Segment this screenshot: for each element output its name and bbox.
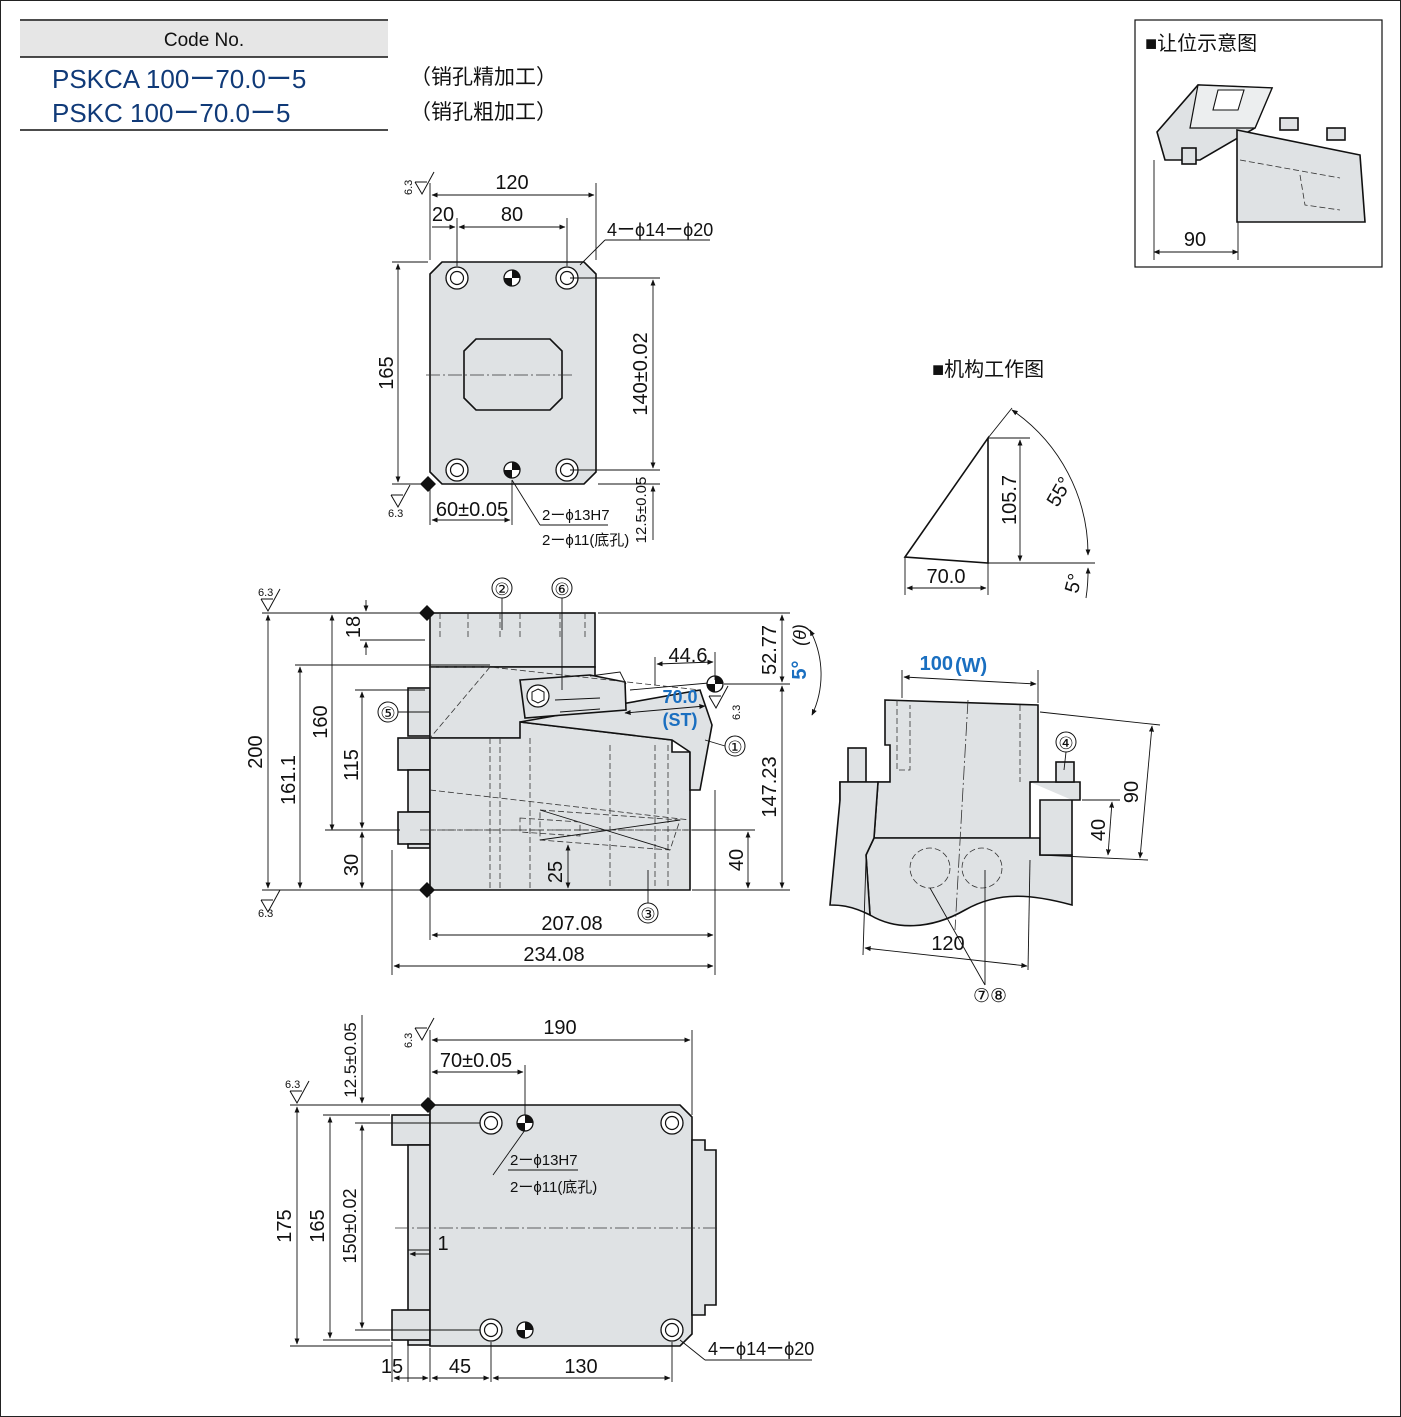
bottom-view: 190 70±0.05 6.3 175 165 150±0.02 12.5±0.…: [274, 1015, 814, 1382]
front-h40: 40: [726, 849, 748, 871]
front-st-label: (ST): [663, 710, 698, 730]
mech-angle-5: 5°: [1061, 571, 1087, 595]
top-hole-pitch: 80: [501, 204, 523, 226]
side-balloon-78: ⑦⑧: [973, 986, 1007, 1007]
rough-front2: 6.3: [258, 908, 273, 920]
balloon-1: ①: [727, 738, 742, 757]
bottom-w45: 45: [449, 1356, 471, 1378]
front-view: 200 161.1 160 115 30 18 25 6.3 6.3 40 14…: [245, 577, 822, 975]
bottom-w15: 15: [381, 1356, 403, 1378]
mech-height: 105.7: [999, 475, 1021, 525]
bottom-pin-x: 70±0.05: [440, 1050, 512, 1072]
side-w120: 120: [931, 933, 964, 955]
top-pitch-v: 140±0.02: [630, 332, 652, 415]
top-hole-left: 20: [432, 204, 454, 226]
balloon-2: ②: [494, 580, 509, 599]
top-pin-offset: 60±0.05: [436, 499, 508, 521]
front-h147: 147.23: [759, 756, 781, 817]
side-balloon-4: ④: [1058, 734, 1073, 753]
side-h40: 40: [1088, 819, 1110, 841]
bottom-w190: 190: [543, 1017, 576, 1039]
code-table: Code No. PSKCA 100ー70.0ー5 PSKC 100ー70.0ー…: [20, 19, 557, 131]
code-row-1: PSKCA 100ー70.0ー5: [52, 64, 306, 94]
bottom-h165: 165: [307, 1209, 329, 1242]
balloon-5: ⑤: [380, 704, 395, 723]
top-bottom-offset: 12.5±0.05: [633, 477, 650, 544]
rough-top: 6.3: [403, 180, 415, 195]
front-angle-sym: (θ): [790, 624, 810, 646]
clearance-diagram: ■让位示意图 90: [1134, 19, 1383, 268]
side-view: 100 (W) 90 40 120 ④ ⑦⑧: [829, 653, 1161, 1007]
balloon-3: ③: [640, 905, 655, 924]
front-w234: 234.08: [523, 944, 584, 966]
front-h115: 115: [341, 749, 363, 781]
clearance-dim: 90: [1184, 229, 1206, 251]
rough-front3: 6.3: [731, 705, 743, 720]
mechanism-diagram: ■机构工作图 105.7 70.0 55° 5°: [903, 358, 1095, 599]
front-st-value: 70.0: [662, 687, 697, 707]
bottom-pin1: 2ーϕ13H7: [510, 1152, 578, 1169]
bottom-pin2: 2ーϕ11(底孔): [510, 1179, 597, 1196]
bottom-w130: 130: [564, 1356, 597, 1378]
front-angle: 5°: [789, 660, 811, 679]
code-header: Code No.: [164, 30, 244, 51]
code-note-2: （销孔粗加工）: [410, 101, 557, 124]
code-note-1: （销孔精加工）: [410, 66, 557, 89]
code-row-2: PSKC 100ー70.0ー5: [52, 98, 290, 128]
mechanism-title: ■机构工作图: [932, 358, 1044, 381]
top-holes: 4ーϕ14ーϕ20: [607, 220, 713, 240]
front-h52: 52.77: [759, 625, 781, 675]
top-width: 120: [495, 172, 528, 194]
clearance-title: ■让位示意图: [1145, 32, 1257, 55]
front-w207: 207.08: [541, 913, 602, 935]
front-h200: 200: [245, 735, 267, 768]
top-height: 165: [376, 356, 398, 389]
mech-angle-55: 55°: [1043, 473, 1077, 510]
balloon-6: ⑥: [554, 580, 569, 599]
rough-top2: 6.3: [388, 508, 403, 520]
top-pin2: 2ーϕ11(底孔): [542, 532, 629, 549]
side-h90: 90: [1121, 781, 1143, 803]
front-h25: 25: [545, 861, 567, 883]
mech-stroke: 70.0: [927, 566, 966, 588]
side-width-value: 100: [920, 653, 953, 675]
side-width-label: (W): [955, 655, 987, 677]
bottom-v12: 12.5±0.05: [341, 1022, 360, 1098]
bottom-holes: 4ーϕ14ーϕ20: [708, 1339, 814, 1359]
bottom-h175: 175: [274, 1209, 296, 1242]
front-h160: 160: [310, 705, 332, 738]
front-w44: 44.6: [669, 645, 708, 667]
top-view: 120 20 80 6.3 165 140±0.02 12.5±0.05 60±…: [376, 171, 713, 549]
rough-front1: 6.3: [258, 587, 273, 599]
bottom-gap: 1: [437, 1233, 448, 1255]
rough-bottom1: 6.3: [403, 1033, 415, 1048]
rough-bottom2: 6.3: [285, 1079, 300, 1091]
front-h18: 18: [343, 616, 365, 638]
front-h30: 30: [341, 854, 363, 876]
bottom-h150: 150±0.02: [340, 1189, 360, 1264]
front-h161: 161.1: [278, 755, 300, 805]
top-pin1: 2ーϕ13H7: [542, 507, 610, 524]
